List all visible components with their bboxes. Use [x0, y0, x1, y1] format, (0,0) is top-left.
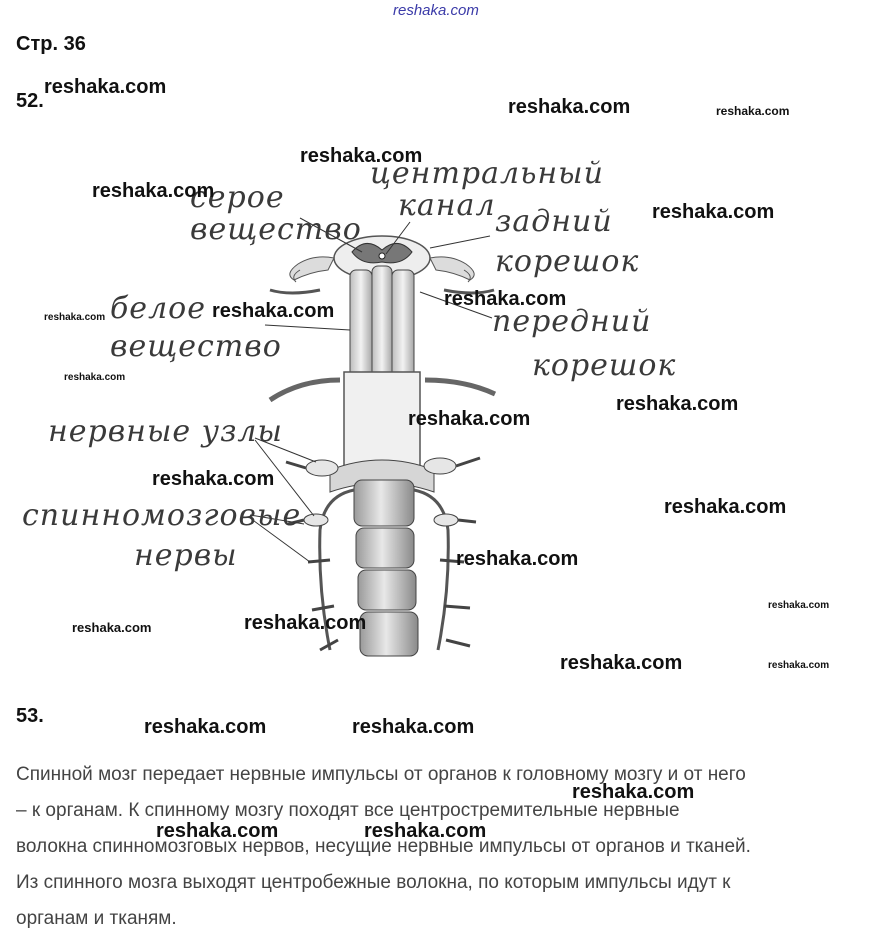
watermark: reshaka.com: [156, 820, 279, 842]
watermark: reshaka.com: [456, 548, 579, 570]
watermark: reshaka.com: [560, 652, 683, 674]
watermark: reshaka.com: [92, 180, 215, 202]
label-pointer-lines: [249, 217, 493, 563]
watermark: reshaka.com: [212, 300, 335, 322]
watermark: reshaka.com: [244, 612, 367, 634]
answer-line: Из спинного мозга выходят центробежные в…: [16, 872, 731, 893]
watermark: reshaka.com: [408, 408, 531, 430]
label-central-canal: центральный канал: [370, 156, 604, 223]
watermark: reshaka.com: [300, 145, 423, 167]
white-matter-columns: [269, 265, 495, 381]
vertebral-column: [318, 459, 450, 657]
watermark: reshaka.com: [664, 496, 787, 518]
watermark: reshaka.com: [444, 288, 567, 310]
watermark: reshaka.com: [572, 781, 695, 803]
cord-cross-section: [289, 235, 475, 283]
watermark: reshaka.com: [768, 600, 830, 611]
watermark: reshaka.com: [768, 660, 830, 671]
answer-line: Спинной мозг передает нервные импульсы о…: [16, 764, 746, 785]
label-ganglia: нервные узлы: [48, 414, 283, 449]
page-label: Стр. 36: [16, 33, 86, 55]
watermark: reshaka.com: [44, 312, 106, 323]
task-53-number: 53.: [16, 705, 44, 727]
watermark: reshaka.com: [64, 372, 126, 383]
watermark: reshaka.com: [152, 468, 275, 490]
label-grey-matter: серое вещество: [190, 180, 362, 247]
task-53-answer: Спинной мозг передает нервные импульсы о…: [16, 757, 876, 937]
cord-sheath: [268, 371, 497, 480]
watermark: reshaka.com: [364, 820, 487, 842]
label-dorsal-root: задний корешок: [495, 204, 640, 279]
task-52-number: 52.: [16, 90, 44, 112]
watermark: reshaka.com: [508, 96, 631, 118]
answer-line: – к органам. К спинному мозгу походят вс…: [16, 800, 680, 821]
spinal-nerves: [285, 456, 481, 652]
label-spinal-nerves: спинномозговые нервы: [22, 498, 302, 573]
label-white-matter: белое вещество: [110, 291, 282, 364]
watermark: reshaka.com: [44, 76, 167, 98]
watermark: reshaka.com: [352, 716, 475, 738]
watermark: reshaka.com: [716, 104, 790, 118]
answer-line: волокна спинномозговых нервов, несущие н…: [16, 836, 751, 857]
watermark: reshaka.com: [616, 393, 739, 415]
answer-line: органам и тканям.: [16, 908, 177, 929]
watermark: reshaka.com: [144, 716, 267, 738]
label-ventral-root: передний корешок: [492, 304, 677, 383]
watermark: reshaka.com: [72, 620, 152, 635]
watermark: reshaka.com: [652, 201, 775, 223]
spinal-cord-illustration: [249, 217, 497, 657]
top-watermark: reshaka.com: [393, 2, 479, 19]
